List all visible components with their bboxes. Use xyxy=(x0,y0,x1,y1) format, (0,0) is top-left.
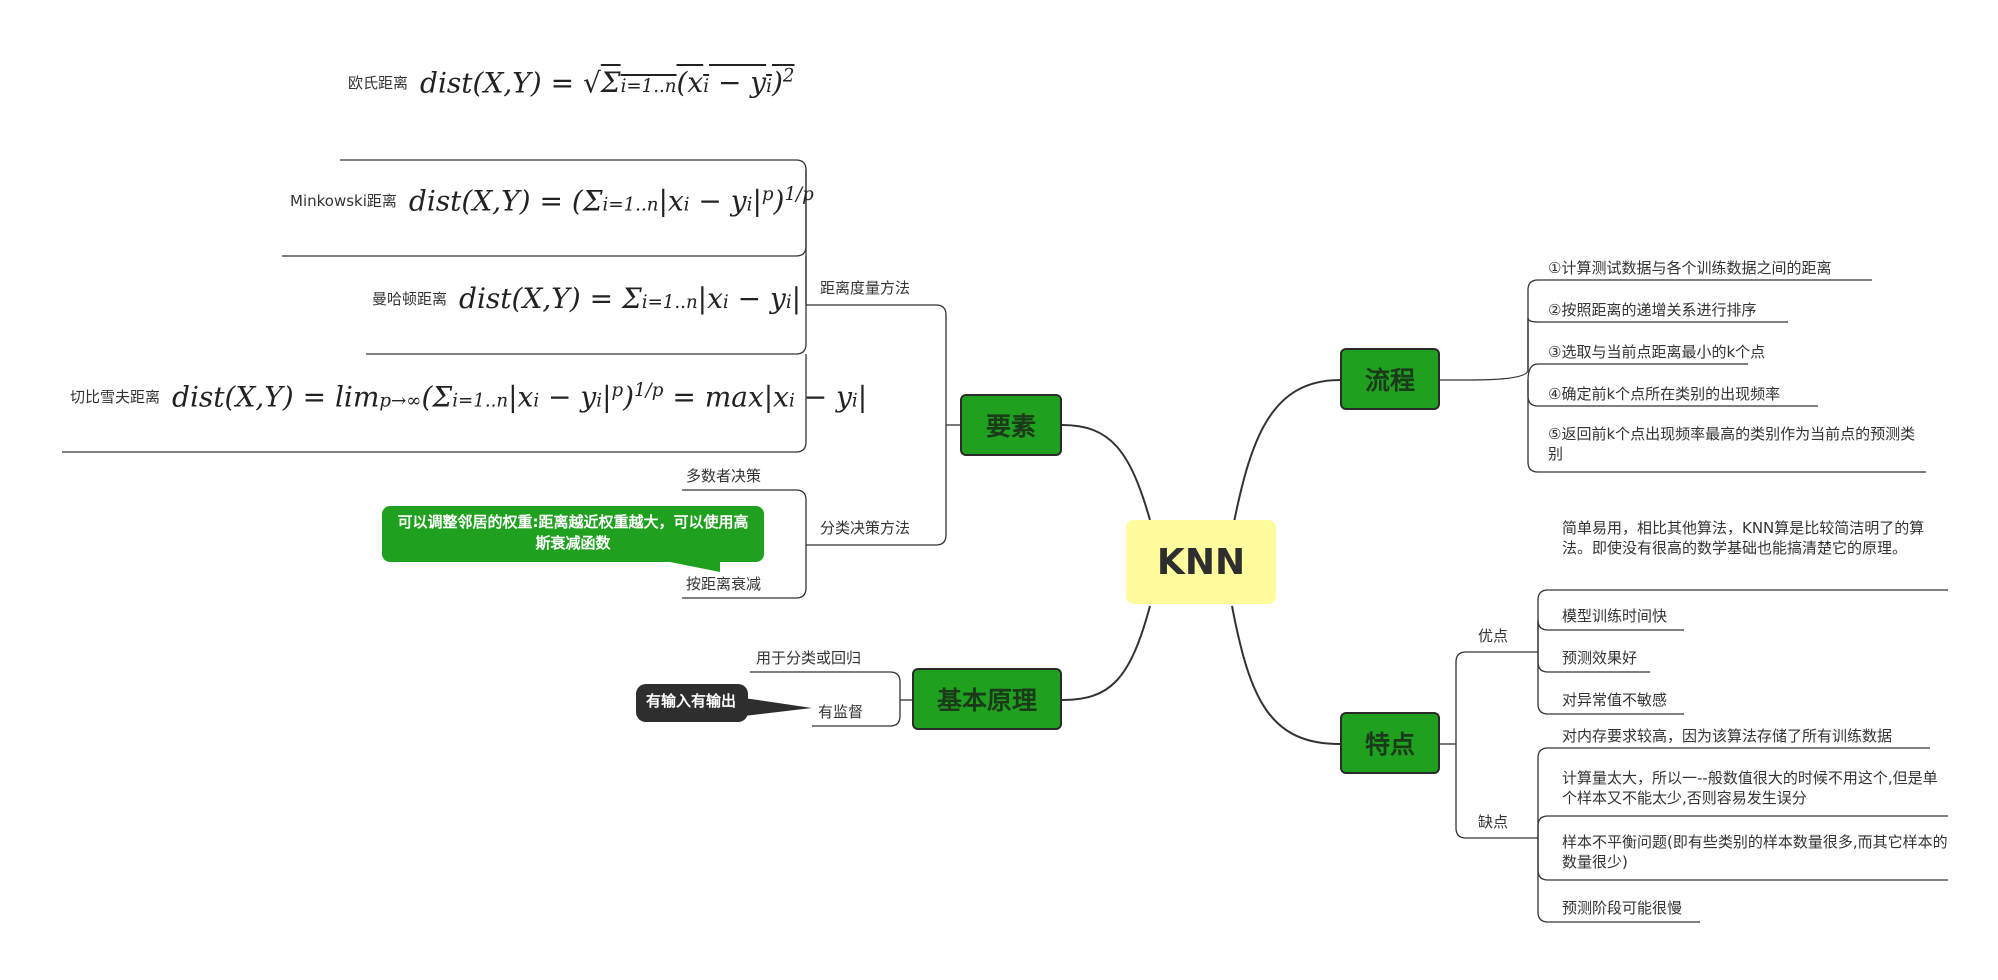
formula-minkowski[interactable]: Minkowski距离 dist(X,Y) = (Σi=1..n|xi − yi… xyxy=(290,184,814,217)
cons-item-1[interactable]: 对内存要求较高，因为该算法存储了所有训练数据 xyxy=(1562,727,1893,745)
connector-root-principle xyxy=(1061,605,1151,701)
callout-tail-decay xyxy=(660,560,720,572)
decision-majority[interactable]: 多数者决策 xyxy=(686,467,762,485)
formula-euclidean-name: 欧氏距离 xyxy=(348,74,409,93)
flow-step-1[interactable]: ①计算测试数据与各个训练数据之间的距离 xyxy=(1548,259,1832,277)
formula-manhattan-name: 曼哈顿距离 xyxy=(372,290,448,308)
formula-manhattan-expr: dist(X,Y) = Σi=1..n|xi − yi| xyxy=(459,282,802,315)
flow-step-2[interactable]: ②按照距离的递增关系进行排序 xyxy=(1548,301,1757,319)
pros-item-1[interactable]: 模型训练时间快 xyxy=(1562,607,1668,625)
principle-item-1[interactable]: 用于分类或回归 xyxy=(756,649,862,667)
decay-note-callout[interactable]: 可以调整邻居的权重:距离越近权重越大，可以使用高斯衰减函数 xyxy=(382,506,764,562)
supervised-note-callout[interactable]: 有输入有输出 xyxy=(636,684,748,722)
connector-root-flow xyxy=(1231,379,1341,533)
formula-chebyshev-expr: dist(X,Y) = limp→∞(Σi=1..n|xi − yi|p)1/p… xyxy=(172,380,868,414)
formula-euclidean-expr: dist(X,Y) = √Σi=1..n(xi − yi)2 xyxy=(420,66,795,100)
cons-item-4[interactable]: 预测阶段可能很慢 xyxy=(1562,899,1683,917)
principle-item-2[interactable]: 有监督 xyxy=(818,703,864,721)
cons-label[interactable]: 缺点 xyxy=(1478,813,1509,831)
flow-step-3[interactable]: ③选取与当前点距离最小的k个点 xyxy=(1548,343,1766,361)
formula-minkowski-name: Minkowski距离 xyxy=(290,192,397,211)
flow-step-5[interactable]: ⑤返回前k个点出现频率最高的类别作为当前点的预测类别 xyxy=(1548,425,1916,463)
callout-tail-supervised xyxy=(744,698,812,716)
branch-features[interactable]: 特点 xyxy=(1340,712,1440,774)
pros-item-3[interactable]: 对异常值不敏感 xyxy=(1562,691,1668,709)
branch-principle[interactable]: 基本原理 xyxy=(912,668,1062,730)
formula-chebyshev[interactable]: 切比雪夫距离 dist(X,Y) = limp→∞(Σi=1..n|xi − y… xyxy=(70,380,867,413)
cons-item-3[interactable]: 样本不平衡问题(即有些类别的样本数量很多,而其它样本的数量很少) xyxy=(1562,833,1948,871)
formula-euclidean[interactable]: 欧氏距离 dist(X,Y) = √Σi=1..n(xi − yi)2 xyxy=(348,66,794,99)
pros-intro[interactable]: 简单易用，相比其他算法，KNN算是比较简洁明了的算法。即使没有很高的数学基础也能… xyxy=(1562,519,1925,557)
connector-root-features xyxy=(1231,605,1341,745)
branch-flow[interactable]: 流程 xyxy=(1340,348,1440,410)
connector-root-elements xyxy=(1061,424,1151,521)
flow-step-4[interactable]: ④确定前k个点所在类别的出现频率 xyxy=(1548,385,1781,403)
decision-method-label[interactable]: 分类决策方法 xyxy=(820,519,911,537)
cons-item-2[interactable]: 计算量太大，所以一--般数值很大的时候不用这个,但是单个样本又不能太少,否则容易… xyxy=(1562,769,1938,807)
distance-method-label[interactable]: 距离度量方法 xyxy=(820,279,911,297)
pros-label[interactable]: 优点 xyxy=(1478,627,1509,645)
decision-distance-decay[interactable]: 按距离衰减 xyxy=(686,575,762,593)
pros-item-2[interactable]: 预测效果好 xyxy=(1562,649,1638,667)
root-node[interactable]: KNN xyxy=(1126,520,1276,604)
branch-elements[interactable]: 要素 xyxy=(960,394,1062,456)
formula-minkowski-expr: dist(X,Y) = (Σi=1..n|xi − yi|p)1/p xyxy=(408,184,814,218)
formula-manhattan[interactable]: 曼哈顿距离 dist(X,Y) = Σi=1..n|xi − yi| xyxy=(372,282,801,315)
formula-chebyshev-name: 切比雪夫距离 xyxy=(70,388,161,407)
